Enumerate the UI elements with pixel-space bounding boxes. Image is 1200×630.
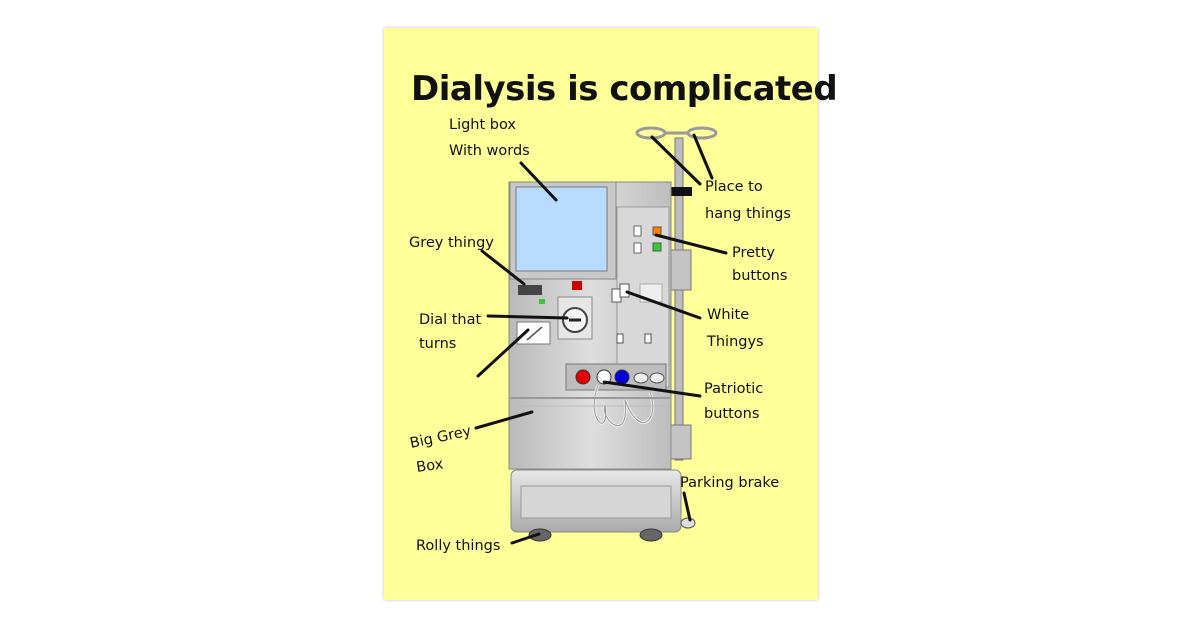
label-pretty-buttons-line1: Pretty xyxy=(732,245,775,261)
green-indicator-light xyxy=(539,299,545,304)
wheel-icon xyxy=(639,528,663,542)
patriotic-button-white xyxy=(596,369,612,385)
pretty-button-green xyxy=(652,242,662,252)
patriotic-button-blue xyxy=(614,369,630,385)
light-box-screen xyxy=(515,186,608,272)
dial-icon xyxy=(562,307,588,333)
label-rolly-things: Rolly things xyxy=(416,538,500,554)
label-big-grey-box-line2: Box xyxy=(415,456,444,476)
parking-brake-pedal xyxy=(680,517,696,529)
gauge-window xyxy=(516,321,551,345)
white-thingys xyxy=(611,283,630,303)
iv-pole-icon xyxy=(635,126,718,461)
red-indicator-light xyxy=(572,281,582,290)
label-light-box-line2: With words xyxy=(449,143,530,159)
page-title: Dialysis is complicated xyxy=(411,69,837,109)
label-place-to-hang-line2: hang things xyxy=(705,206,791,222)
leader-lines xyxy=(474,133,728,545)
label-parking-brake: Parking brake xyxy=(680,475,779,491)
patriotic-button-red xyxy=(575,369,591,385)
label-dial-line1: Dial that xyxy=(419,312,481,328)
label-light-box-line1: Light box xyxy=(449,117,516,133)
label-grey-thingy: Grey thingy xyxy=(409,235,494,251)
label-pretty-buttons-line2: buttons xyxy=(732,268,787,284)
label-dial-line2: turns xyxy=(419,336,456,352)
label-patriotic-buttons-line1: Patriotic xyxy=(704,381,763,397)
label-place-to-hang-line1: Place to xyxy=(705,179,763,195)
label-patriotic-buttons-line2: buttons xyxy=(704,406,759,422)
label-white-thingys-line2: Thingys xyxy=(706,334,764,350)
grey-thingy xyxy=(518,285,542,295)
dialysis-machine-icon xyxy=(508,181,696,542)
label-white-thingys-line1: White xyxy=(707,307,749,323)
